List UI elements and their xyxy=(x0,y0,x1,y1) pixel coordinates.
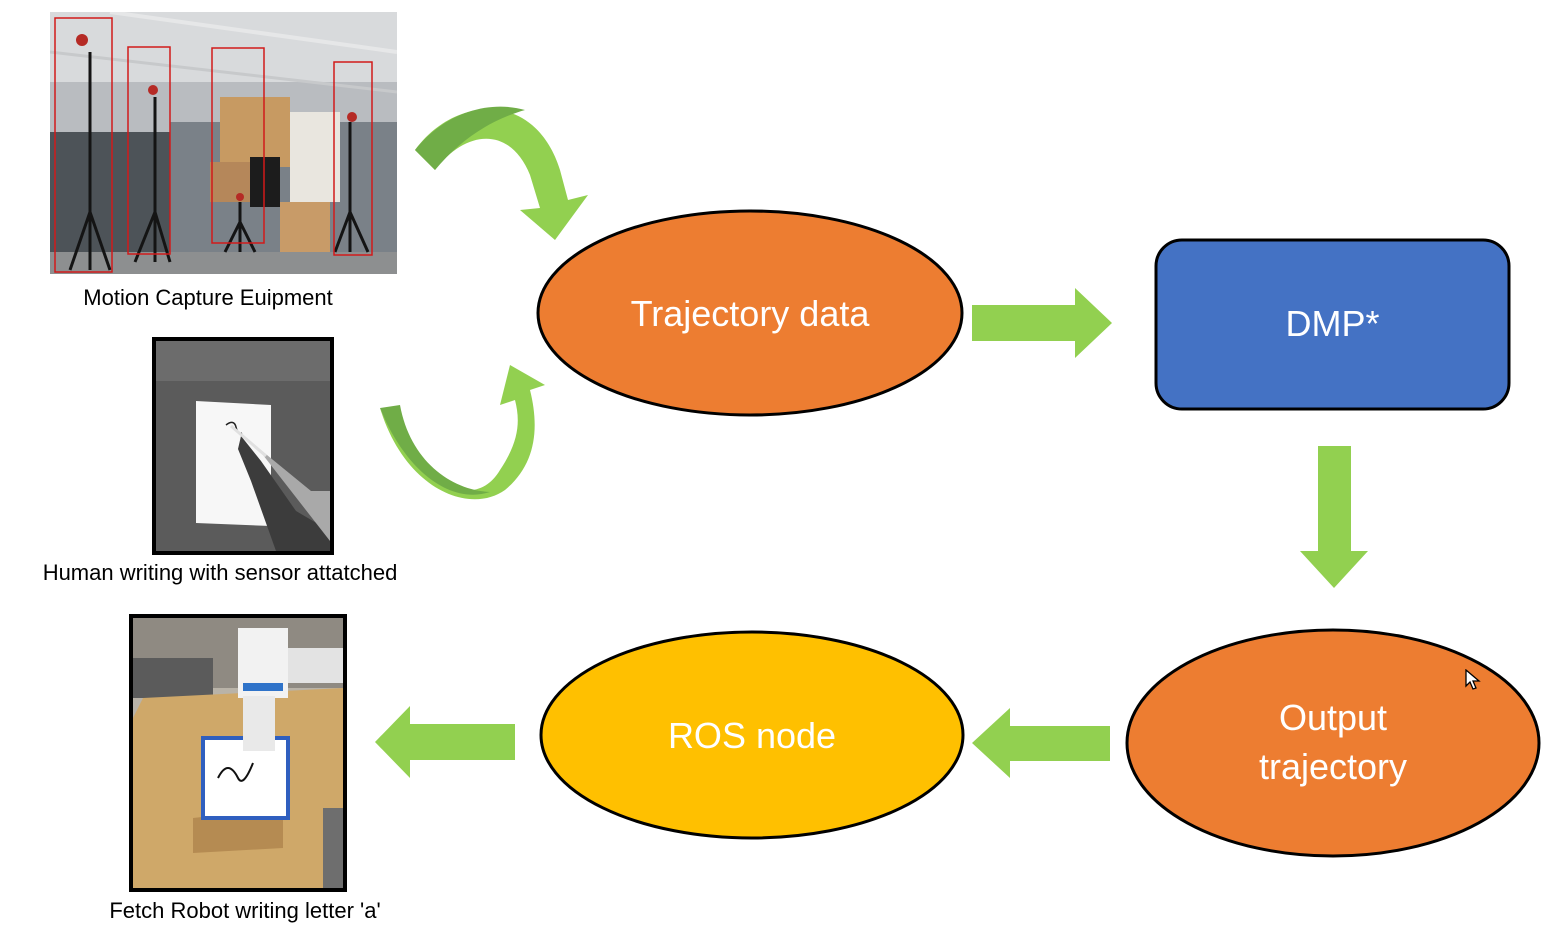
ros-node-label: ROS node xyxy=(667,714,837,756)
curved-arrow-bottom xyxy=(380,365,545,500)
output-trajectory-line2: trajectory xyxy=(1258,746,1408,787)
arrow-right-to-dmp xyxy=(972,288,1112,358)
motion-capture-photo xyxy=(50,12,397,274)
fetch-robot-photo xyxy=(129,614,347,892)
motion-capture-caption: Motion Capture Euipment xyxy=(83,285,333,310)
output-trajectory-label: Output trajectory xyxy=(1160,693,1506,793)
arrow-left-to-robot xyxy=(375,706,515,778)
arrow-left-to-ros xyxy=(972,708,1110,778)
fetch-robot-image xyxy=(133,618,343,888)
human-writing-photo xyxy=(152,337,334,555)
trajectory-data-label: Trajectory data xyxy=(630,292,870,334)
dmp-node xyxy=(1154,238,1511,411)
output-trajectory-node xyxy=(1125,628,1541,858)
motion-capture-image xyxy=(50,12,397,274)
human-writing-caption: Human writing with sensor attatched xyxy=(42,560,398,585)
trajectory-data-node xyxy=(536,209,964,417)
human-writing-image xyxy=(156,341,330,551)
output-trajectory-line1: Output xyxy=(1278,697,1388,739)
ros-node xyxy=(539,630,965,840)
arrow-down-to-output xyxy=(1300,446,1368,588)
curved-arrow-top xyxy=(415,106,588,240)
fetch-robot-caption: Fetch Robot writing letter 'a' xyxy=(109,898,381,923)
mouse-pointer-icon xyxy=(1465,668,1481,696)
dmp-label: DMP* xyxy=(1285,302,1380,344)
